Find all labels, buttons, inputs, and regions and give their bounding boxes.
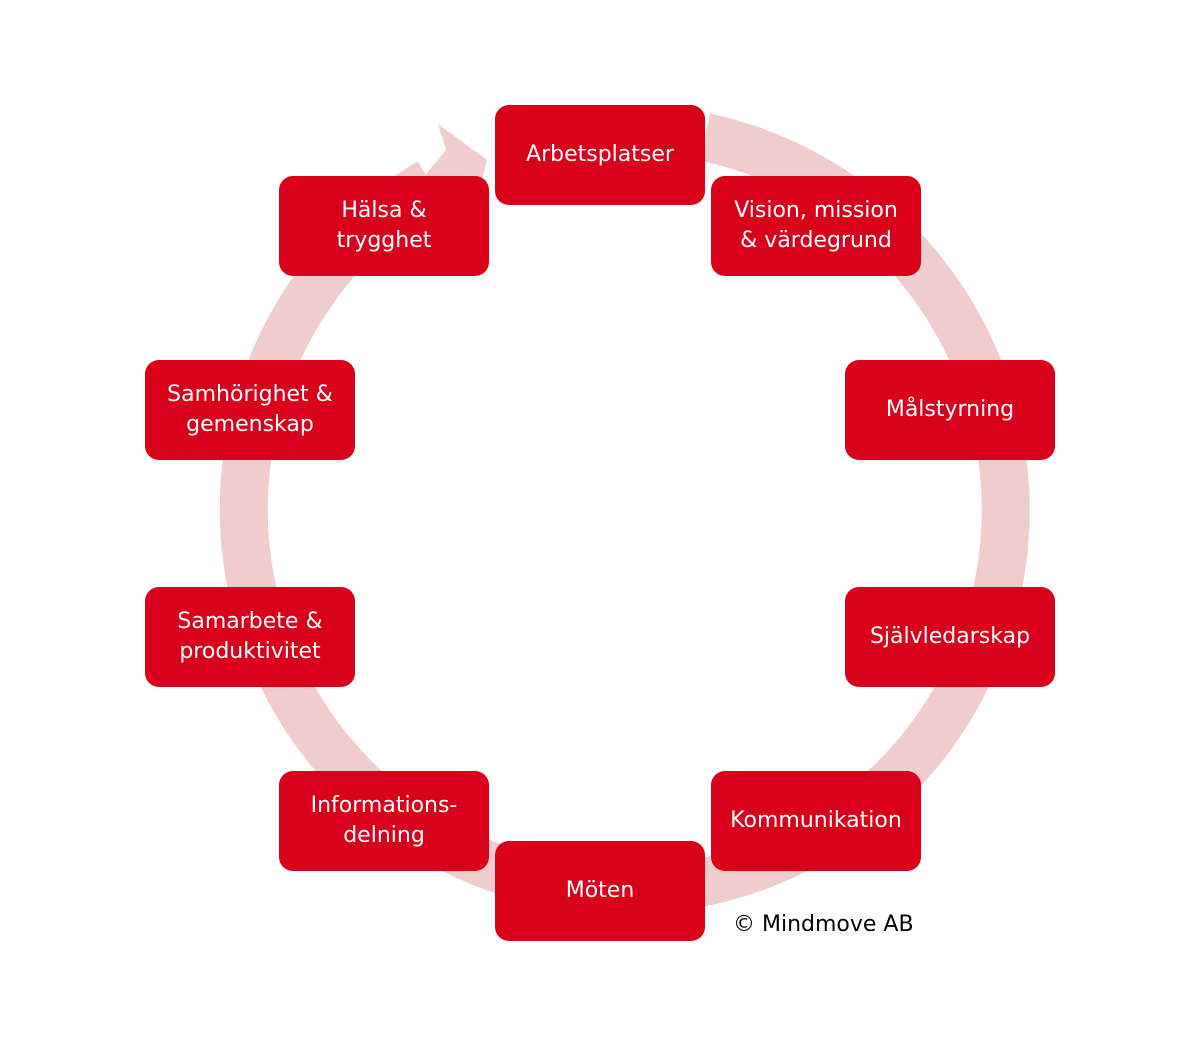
step-sjalvledarskap: Självledarskap — [845, 587, 1055, 687]
step-vision: Vision, mission & värdegrund — [711, 176, 921, 276]
step-moten: Möten — [495, 841, 705, 941]
step-kommunikation: Kommunikation — [711, 771, 921, 871]
step-halsa: Hälsa & trygghet — [279, 176, 489, 276]
copyright-text: © Mindmove AB — [733, 912, 914, 937]
step-samarbete: Samarbete & produktivitet — [145, 587, 355, 687]
step-informationsdelning: Informations- delning — [279, 771, 489, 871]
step-samhorighet: Samhörighet & gemenskap — [145, 360, 355, 460]
step-arbetsplatser: Arbetsplatser — [495, 105, 705, 205]
step-malstyrning: Målstyrning — [845, 360, 1055, 460]
